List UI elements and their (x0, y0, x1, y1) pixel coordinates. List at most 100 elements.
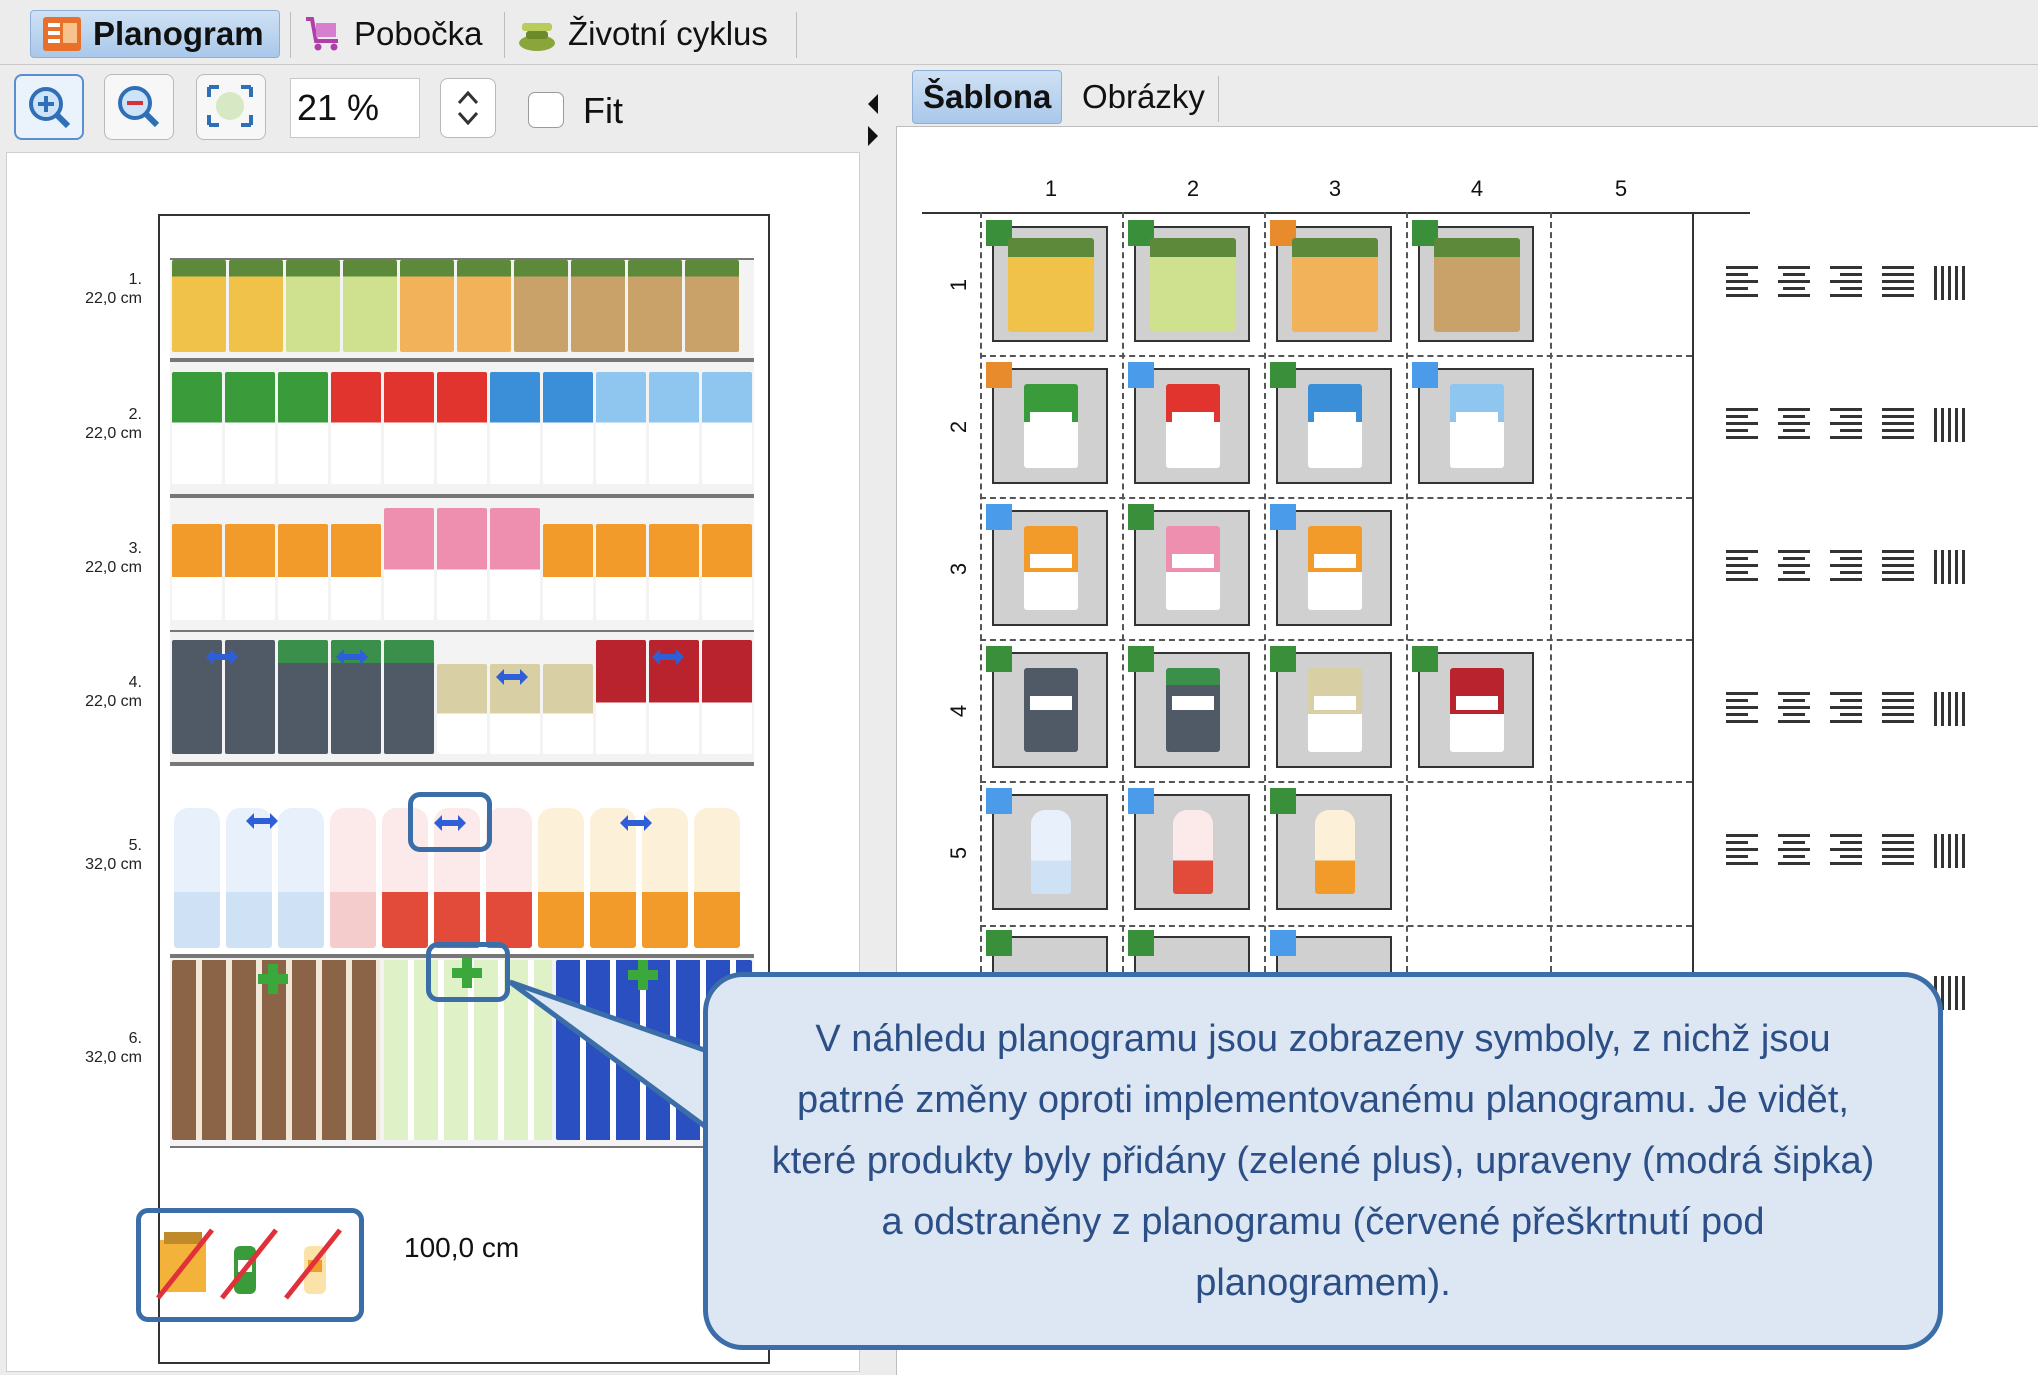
product-juice[interactable] (543, 524, 593, 620)
product-cheese[interactable] (343, 260, 397, 352)
product-juice[interactable] (278, 524, 328, 620)
align-center-icon[interactable] (1778, 408, 1810, 442)
product-bottle[interactable] (642, 808, 688, 948)
align-right-icon[interactable] (1830, 408, 1862, 442)
template-cell[interactable] (986, 362, 1108, 484)
template-cell[interactable] (1412, 362, 1534, 484)
align-left-icon[interactable] (1726, 408, 1758, 442)
distribute-icon[interactable] (1934, 550, 1966, 584)
product-milk[interactable] (490, 372, 540, 484)
product-milk[interactable] (172, 372, 222, 484)
template-cell[interactable] (1270, 362, 1392, 484)
product-milk[interactable] (331, 372, 381, 484)
product-cheese[interactable] (685, 260, 739, 352)
tab-pobocka[interactable]: Pobočka (302, 10, 482, 58)
product-cheese[interactable] (229, 260, 283, 352)
product-juice[interactable] (490, 508, 540, 620)
template-cell[interactable] (986, 930, 1108, 976)
product-bottle[interactable] (278, 808, 324, 948)
product-bottle[interactable] (330, 808, 376, 948)
justify-icon[interactable] (1882, 550, 1914, 584)
product-milk[interactable] (543, 372, 593, 484)
product-juice[interactable] (437, 508, 487, 620)
tab-zivotni-cyklus[interactable]: Životní cyklus (516, 10, 768, 58)
template-cell[interactable] (986, 646, 1108, 768)
product-juice[interactable] (649, 524, 699, 620)
product-cheese[interactable] (514, 260, 568, 352)
product-milk[interactable] (437, 372, 487, 484)
product-cheese[interactable] (628, 260, 682, 352)
product-plant-milk[interactable] (278, 640, 328, 754)
tab-obrazky[interactable]: Obrázky (1082, 78, 1205, 115)
product-kefir[interactable] (596, 640, 646, 754)
distribute-icon[interactable] (1934, 266, 1966, 300)
template-cell[interactable] (1412, 220, 1534, 342)
align-center-icon[interactable] (1778, 266, 1810, 300)
template-cell[interactable] (1128, 788, 1250, 910)
product-cheese[interactable] (457, 260, 511, 352)
product-milk[interactable] (596, 372, 646, 484)
justify-icon[interactable] (1882, 834, 1914, 868)
template-cell[interactable] (1270, 646, 1392, 768)
justify-icon[interactable] (1882, 266, 1914, 300)
zoom-input[interactable]: 21 % (290, 78, 420, 138)
product-milk[interactable] (384, 372, 434, 484)
template-cell[interactable] (1128, 646, 1250, 768)
align-left-icon[interactable] (1726, 266, 1758, 300)
template-cell[interactable] (1412, 646, 1534, 768)
product-yoghurt-group[interactable] (172, 960, 380, 1140)
product-milk[interactable] (278, 372, 328, 484)
product-bottle[interactable] (382, 808, 428, 948)
fit-page-button[interactable] (196, 74, 266, 140)
justify-icon[interactable] (1882, 692, 1914, 726)
product-goat-milk[interactable] (437, 664, 487, 754)
product-cheese[interactable] (172, 260, 226, 352)
template-cell[interactable] (1128, 930, 1250, 976)
distribute-icon[interactable] (1934, 692, 1966, 726)
product-milk[interactable] (225, 372, 275, 484)
template-cell[interactable] (1270, 220, 1392, 342)
align-right-icon[interactable] (1830, 266, 1862, 300)
zoom-in-button[interactable] (14, 74, 84, 140)
align-left-icon[interactable] (1726, 834, 1758, 868)
template-cell[interactable] (1270, 504, 1392, 626)
product-milk[interactable] (702, 372, 752, 484)
product-bottle[interactable] (226, 808, 272, 948)
product-bottle[interactable] (486, 808, 532, 948)
product-plant-milk[interactable] (384, 640, 434, 754)
product-juice[interactable] (384, 508, 434, 620)
align-right-icon[interactable] (1830, 834, 1862, 868)
product-juice[interactable] (172, 524, 222, 620)
template-cell[interactable] (1128, 220, 1250, 342)
justify-icon[interactable] (1882, 408, 1914, 442)
product-cheese[interactable] (571, 260, 625, 352)
product-bottle[interactable] (174, 808, 220, 948)
product-bottle[interactable] (694, 808, 740, 948)
template-cell[interactable] (986, 220, 1108, 342)
align-left-icon[interactable] (1726, 550, 1758, 584)
zoom-stepper[interactable] (440, 78, 496, 138)
product-juice[interactable] (225, 524, 275, 620)
template-cell[interactable] (986, 504, 1108, 626)
template-cell[interactable] (1128, 362, 1250, 484)
fit-checkbox[interactable] (528, 92, 564, 128)
product-juice[interactable] (596, 524, 646, 620)
align-center-icon[interactable] (1778, 692, 1810, 726)
tab-sablona[interactable]: Šablona (912, 70, 1063, 124)
product-bottle[interactable] (590, 808, 636, 948)
product-juice[interactable] (331, 524, 381, 620)
align-left-icon[interactable] (1726, 692, 1758, 726)
collapse-arrows-icon[interactable] (862, 90, 886, 150)
distribute-icon[interactable] (1934, 834, 1966, 868)
align-center-icon[interactable] (1778, 550, 1810, 584)
product-bottle[interactable] (538, 808, 584, 948)
product-goat-milk[interactable] (543, 664, 593, 754)
product-juice[interactable] (702, 524, 752, 620)
align-right-icon[interactable] (1830, 692, 1862, 726)
template-cell[interactable] (1270, 930, 1392, 976)
distribute-icon[interactable] (1934, 408, 1966, 442)
product-cheese[interactable] (286, 260, 340, 352)
product-milk[interactable] (649, 372, 699, 484)
product-cheese[interactable] (400, 260, 454, 352)
template-cell[interactable] (986, 788, 1108, 910)
